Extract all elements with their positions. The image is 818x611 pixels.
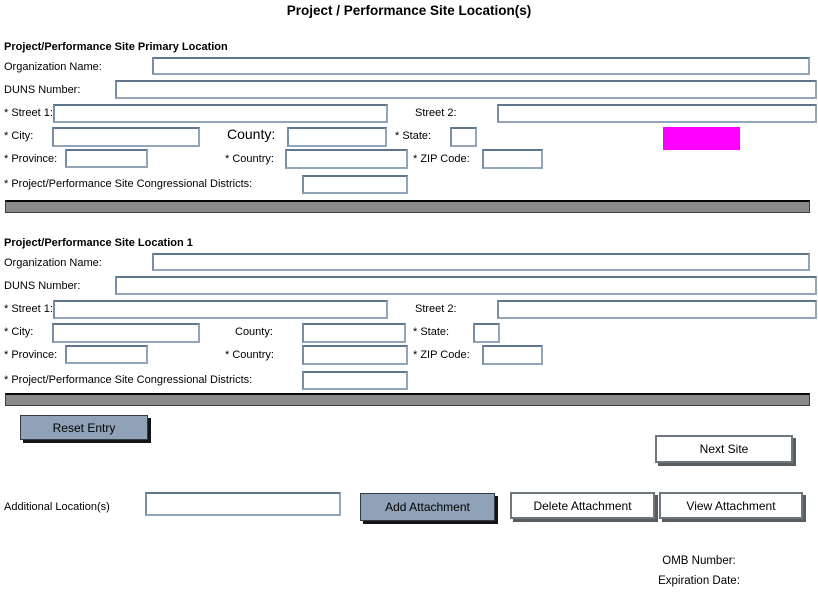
page-title: Project / Performance Site Location(s)	[286, 3, 532, 18]
country-label: * Country:	[225, 153, 274, 165]
congressional-districts-input[interactable]	[302, 175, 408, 194]
section-divider-bar	[5, 393, 810, 406]
reset-entry-button[interactable]: Reset Entry	[20, 415, 148, 440]
magenta-highlight-box	[663, 127, 740, 150]
country-input[interactable]	[285, 149, 408, 169]
organization-name-label: Organization Name:	[4, 61, 102, 73]
street2-label: Street 2:	[415, 107, 457, 119]
delete-attachment-button[interactable]: Delete Attachment	[510, 492, 655, 519]
province-label: * Province:	[4, 349, 58, 361]
duns-number-label: DUNS Number:	[4, 84, 81, 96]
view-attachment-button[interactable]: View Attachment	[659, 492, 803, 519]
section-location-1: Project/Performance Site Location 1 Orga…	[0, 237, 818, 413]
additional-locations-label: Additional Location(s)	[4, 501, 110, 513]
country-label: * Country:	[225, 349, 274, 361]
omb-number-label: OMB Number:	[662, 555, 736, 567]
duns-number-input[interactable]	[115, 276, 817, 295]
street1-input[interactable]	[53, 104, 388, 123]
congressional-districts-label: * Project/Performance Site Congressional…	[4, 178, 253, 190]
street2-label: Street 2:	[415, 303, 457, 315]
street1-input[interactable]	[53, 300, 388, 319]
add-attachment-button[interactable]: Add Attachment	[360, 493, 495, 521]
state-label: * State:	[413, 326, 450, 338]
organization-name-input[interactable]	[152, 253, 810, 271]
zip-code-label: * ZIP Code:	[413, 153, 470, 165]
section-divider-bar	[5, 200, 810, 213]
province-input[interactable]	[65, 149, 148, 168]
street1-label: * Street 1:	[4, 303, 53, 315]
province-label: * Province:	[4, 153, 58, 165]
state-label: * State:	[395, 130, 432, 142]
province-input[interactable]	[65, 345, 148, 364]
section-heading: Project/Performance Site Primary Locatio…	[4, 41, 228, 53]
city-label: * City:	[4, 326, 34, 338]
county-label: County:	[227, 126, 276, 142]
duns-number-input[interactable]	[115, 80, 817, 99]
city-input[interactable]	[52, 127, 200, 147]
county-input[interactable]	[287, 127, 387, 147]
duns-number-label: DUNS Number:	[4, 280, 81, 292]
section-primary-location: Project/Performance Site Primary Locatio…	[0, 41, 818, 217]
city-input[interactable]	[52, 323, 200, 343]
expiration-date-label: Expiration Date:	[658, 575, 740, 587]
street2-input[interactable]	[497, 300, 817, 319]
organization-name-input[interactable]	[152, 57, 810, 75]
additional-locations-input[interactable]	[145, 492, 341, 516]
organization-name-label: Organization Name:	[4, 257, 102, 269]
next-site-button[interactable]: Next Site	[655, 435, 793, 463]
congressional-districts-label: * Project/Performance Site Congressional…	[4, 374, 253, 386]
congressional-districts-input[interactable]	[302, 371, 408, 390]
section-heading: Project/Performance Site Location 1	[4, 237, 193, 249]
county-input[interactable]	[302, 323, 406, 343]
street2-input[interactable]	[497, 104, 817, 123]
zip-code-input[interactable]	[482, 345, 543, 365]
zip-code-label: * ZIP Code:	[413, 349, 470, 361]
city-label: * City:	[4, 130, 34, 142]
street1-label: * Street 1:	[4, 107, 53, 119]
county-label: County:	[235, 326, 273, 338]
state-input[interactable]	[450, 127, 477, 147]
state-input[interactable]	[473, 323, 500, 343]
zip-code-input[interactable]	[482, 149, 543, 169]
country-input[interactable]	[302, 345, 408, 365]
